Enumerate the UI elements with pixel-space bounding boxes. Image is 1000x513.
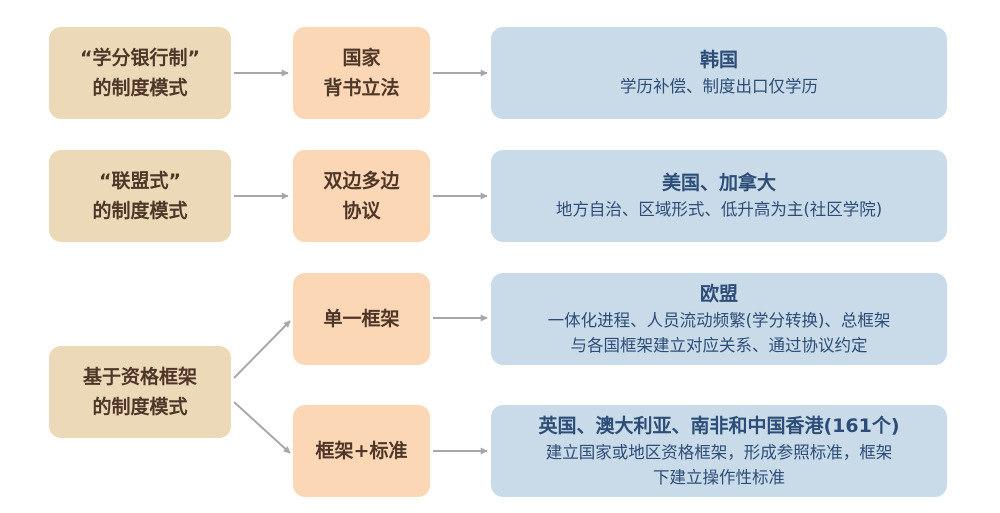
example-title: 美国、加拿大 (661, 172, 776, 194)
example-description-line1: 一体化进程、人员流动频繁(学分转换)、总框架 (547, 310, 891, 330)
mode-label-line1: 基于资格框架 (82, 366, 197, 388)
mode-qualification-framework: 基于资格框架 的制度模式 (49, 346, 231, 438)
example-description-line1: 建立国家或地区资格框架，形成参照标准，框架 (545, 442, 893, 462)
example-title: 英国、澳大利亚、南非和中国香港(161个) (538, 414, 900, 437)
example-description-line2: 下建立操作性标准 (653, 467, 785, 487)
mechanism-label-line1: 国家 (342, 47, 381, 69)
mechanism-label-line2: 协议 (342, 200, 381, 222)
mechanism-label-line2: 背书立法 (323, 77, 400, 99)
mode-label-line1: “联盟式” (99, 170, 181, 192)
mechanism-label-line1: 单一框架 (323, 308, 400, 330)
example-description: 学历补偿、制度出口仅学历 (620, 77, 818, 96)
mechanism-single-framework: 单一框架 (293, 273, 430, 365)
arrow-row3-mode-to-single-framework (233, 320, 291, 379)
mechanism-national-legislation: 国家 背书立法 (293, 27, 430, 119)
mode-credit-bank: “学分银行制” 的制度模式 (49, 27, 231, 119)
example-eu: 欧盟 一体化进程、人员流动频繁(学分转换)、总框架 与各国框架建立对应关系、通过… (491, 273, 947, 365)
mechanism-label-line1: 双边多边 (323, 170, 400, 192)
mechanism-bilateral-multilateral: 双边多边 协议 (293, 150, 430, 242)
example-description: 地方自治、区域形式、低升高为主(社区学院) (555, 200, 883, 219)
mechanism-framework-plus-standard: 框架+标准 (293, 405, 430, 497)
mode-alliance: “联盟式” 的制度模式 (49, 150, 231, 242)
mode-label-line2: 的制度模式 (92, 200, 188, 222)
mode-label-line2: 的制度模式 (92, 396, 188, 418)
mechanism-label-line1: 框架+标准 (315, 440, 408, 462)
mode-label-line1: “学分银行制” (80, 47, 200, 69)
example-korea: 韩国 学历补偿、制度出口仅学历 (491, 27, 947, 119)
example-description-line2: 与各国框架建立对应关系、通过协议约定 (570, 335, 868, 355)
example-title: 欧盟 (699, 282, 738, 305)
mode-label-line2: 的制度模式 (92, 77, 188, 99)
example-uk-australia-southafrica-hk: 英国、澳大利亚、南非和中国香港(161个) 建立国家或地区资格框架，形成参照标准… (491, 405, 947, 497)
example-title: 韩国 (699, 49, 738, 71)
arrow-row3-mode-to-framework-standard (233, 401, 291, 454)
example-us-canada: 美国、加拿大 地方自治、区域形式、低升高为主(社区学院) (491, 150, 947, 242)
